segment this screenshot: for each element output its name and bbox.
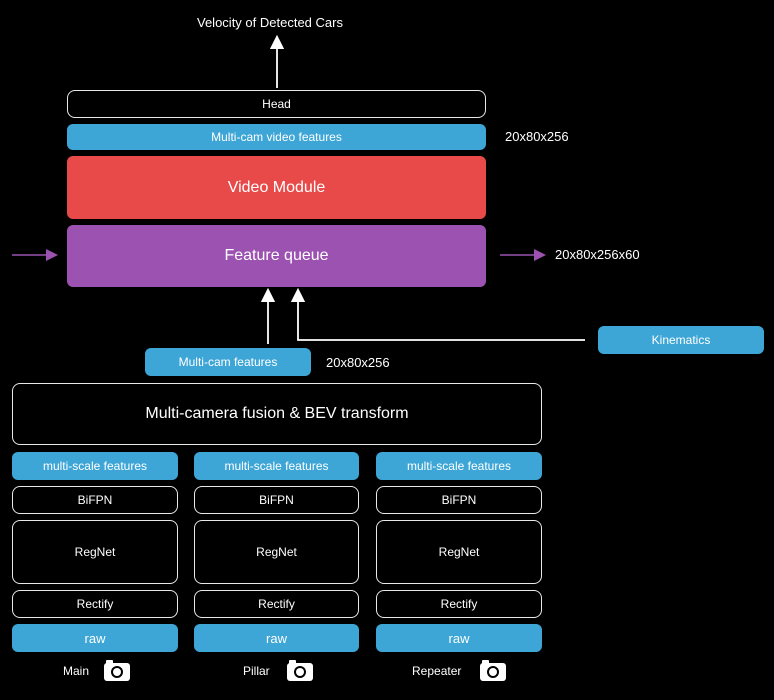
dim-video-features: 20x80x256 bbox=[505, 129, 569, 144]
camera-icon bbox=[287, 660, 313, 681]
multiscale-features-main: multi-scale features bbox=[12, 452, 178, 480]
feature-queue-block: Feature queue bbox=[67, 225, 486, 287]
fusion-block: Multi-camera fusion & BEV transform bbox=[12, 383, 542, 445]
output-label: Velocity of Detected Cars bbox=[197, 15, 343, 30]
head-block: Head bbox=[67, 90, 486, 118]
multiscale-features-repeater: multi-scale features bbox=[376, 452, 542, 480]
raw-pillar: raw bbox=[194, 624, 359, 652]
dim-multicam: 20x80x256 bbox=[326, 355, 390, 370]
rectify-pillar: Rectify bbox=[194, 590, 359, 618]
multiscale-features-pillar: multi-scale features bbox=[194, 452, 359, 480]
regnet-repeater: RegNet bbox=[376, 520, 542, 584]
rectify-repeater: Rectify bbox=[376, 590, 542, 618]
camera-icon bbox=[480, 660, 506, 681]
multicam-features-block: Multi-cam features bbox=[145, 348, 311, 376]
kinematics-arrow bbox=[290, 287, 585, 341]
bifpn-main: BiFPN bbox=[12, 486, 178, 514]
raw-repeater: raw bbox=[376, 624, 542, 652]
regnet-pillar: RegNet bbox=[194, 520, 359, 584]
regnet-main: RegNet bbox=[12, 520, 178, 584]
bifpn-pillar: BiFPN bbox=[194, 486, 359, 514]
bifpn-repeater: BiFPN bbox=[376, 486, 542, 514]
raw-main: raw bbox=[12, 624, 178, 652]
multicam-video-features-block: Multi-cam video features bbox=[67, 124, 486, 150]
camera-label-main: Main bbox=[63, 664, 90, 678]
dim-queue: 20x80x256x60 bbox=[555, 247, 640, 262]
video-module-block: Video Module bbox=[67, 156, 486, 219]
kinematics-block: Kinematics bbox=[598, 326, 764, 354]
camera-label-pillar: Pillar bbox=[243, 664, 270, 678]
rectify-main: Rectify bbox=[12, 590, 178, 618]
camera-icon bbox=[104, 660, 130, 681]
camera-label-repeater: Repeater bbox=[412, 664, 462, 678]
